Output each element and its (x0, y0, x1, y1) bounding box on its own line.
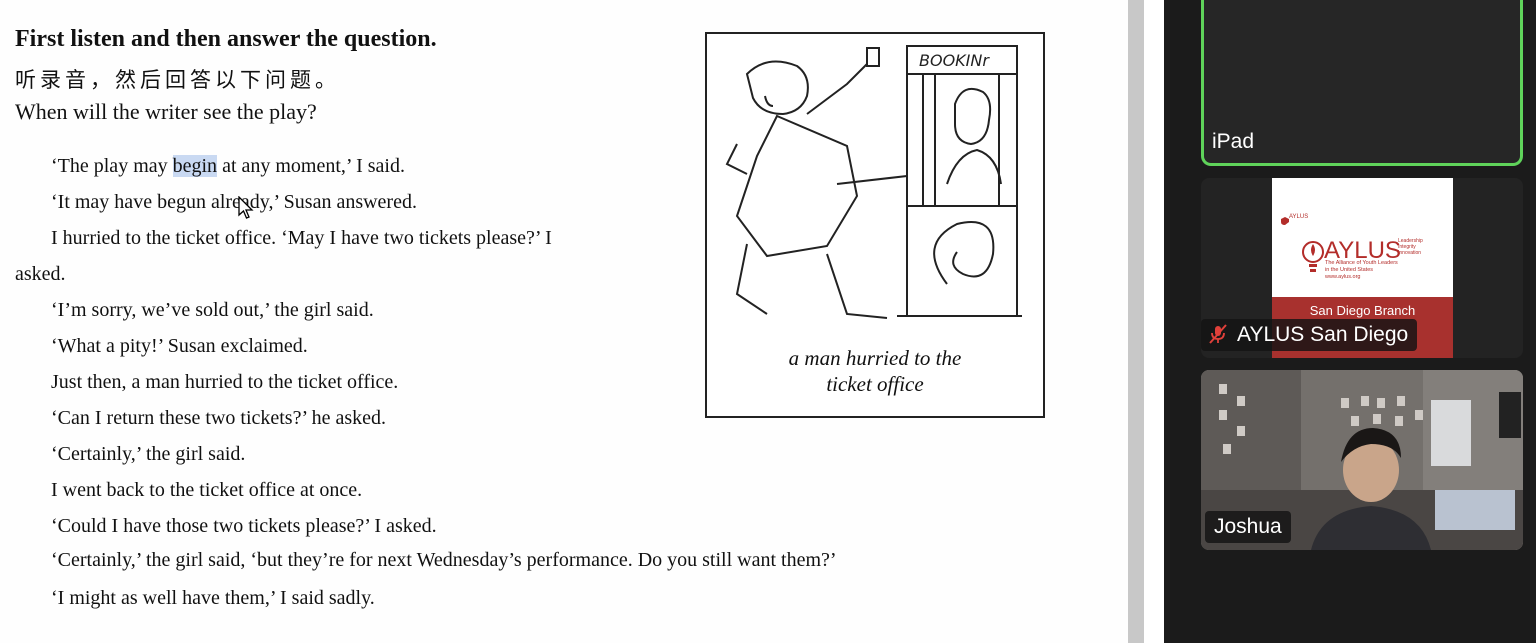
slide-title: AYLUS (1324, 237, 1401, 264)
story-line: Just then, a man hurried to the ticket o… (51, 371, 399, 393)
story-line: ‘Can I return these two tickets?’ he ask… (51, 407, 387, 429)
highlighted-word: begin (172, 155, 218, 177)
torch-logo-icon (1302, 241, 1324, 272)
shared-document: First listen and then answer the questio… (0, 0, 1128, 643)
story-line: ‘It may have begun already,’ Susan answe… (51, 191, 417, 213)
story-line: ‘Could I have those two tickets please?’… (51, 515, 437, 537)
story-line: ‘I’m sorry, we’ve sold out,’ the girl sa… (51, 299, 374, 321)
story-line: ‘The play may begin at any moment,’ I sa… (51, 155, 405, 177)
document-scroll-gutter (1128, 0, 1144, 643)
story-line: ‘Certainly,’ the girl said, ‘but they’re… (51, 549, 837, 571)
participant-name: AYLUS San Diego (1237, 323, 1409, 346)
story-line: ‘What a pity!’ Susan exclaimed. (51, 335, 308, 357)
participant-tile-joshua[interactable]: Joshua (1201, 370, 1523, 550)
participant-name: iPad (1212, 130, 1255, 153)
story-line: I went back to the ticket office at once… (51, 479, 363, 501)
cartoon-illustration: BOOKINr (725, 45, 1022, 319)
participant-name: Joshua (1205, 511, 1291, 543)
chinese-instruction: 听录音，然后回答以下问题。 (15, 68, 340, 92)
caption-line-1: a man hurried to the (788, 346, 962, 370)
illustration-frame: BOOKINr a man hurried to the ticket offi… (705, 32, 1045, 418)
panel-divider[interactable] (1144, 0, 1164, 643)
exercise-question: When will the writer see the play? (15, 99, 317, 124)
muted-mic-icon (1209, 324, 1227, 344)
aylus-small-logo-icon (1281, 217, 1289, 225)
participant-name-tag: AYLUS San Diego (1201, 319, 1418, 351)
participant-tile-aylus[interactable]: AYLUS AYLUS Leadership Integrity Innovat… (1201, 178, 1523, 358)
story-line: ‘Certainly,’ the girl said. (51, 443, 246, 465)
story-line: asked. (15, 263, 66, 285)
mouse-cursor-icon (238, 196, 254, 219)
story-line: I hurried to the ticket office. ‘May I h… (51, 227, 552, 249)
booking-sign: BOOKINr (919, 51, 990, 70)
story-line: ‘I might as well have them,’ I said sadl… (51, 587, 375, 609)
exercise-heading: First listen and then answer the questio… (15, 26, 437, 52)
caption-line-2: ticket office (826, 372, 924, 396)
participant-tile-ipad[interactable]: iPad (1201, 0, 1523, 166)
slide-branch: San Diego Branch (1309, 303, 1416, 318)
